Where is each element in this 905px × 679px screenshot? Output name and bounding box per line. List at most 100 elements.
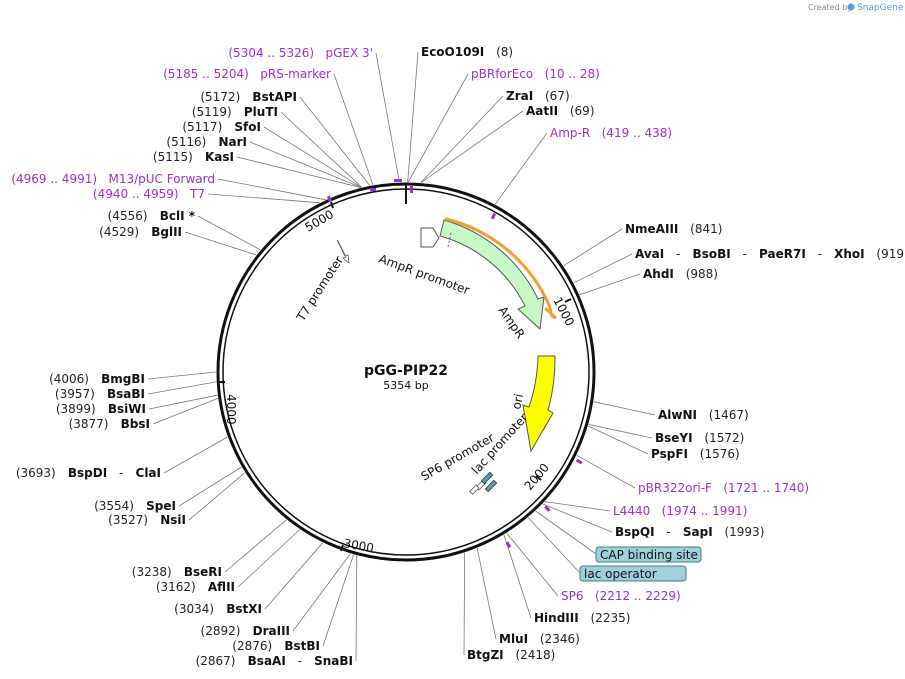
site-label-part: (419 .. 438) xyxy=(594,126,672,140)
leader-line-ecoo109i xyxy=(407,51,419,183)
leader-line-bcli xyxy=(197,215,261,251)
site-label-alwni: AlwNI (1467) xyxy=(658,408,749,422)
site-label-part: - xyxy=(810,247,826,261)
site-label-part: KasI xyxy=(197,150,234,164)
site-label-part: (3034) xyxy=(174,602,218,616)
site-label-hindiii: HindIII (2235) xyxy=(534,611,630,625)
site-label-sp6: SP6 (2212 .. 2229) xyxy=(561,589,681,603)
ampr-gene-arrow xyxy=(439,219,545,331)
site-label-part: BstXI xyxy=(218,602,262,616)
site-label-t7: (4940 .. 4959) T7 xyxy=(93,187,205,201)
leader-line-m13 xyxy=(217,178,326,201)
site-label-part: (1974 .. 1991) xyxy=(654,504,747,518)
site-label-part: (1467) xyxy=(701,408,749,422)
site-label-aflii: (3162) AflII xyxy=(156,580,235,594)
site-label-pgex3: (5304 .. 5326) pGEX 3' xyxy=(228,46,373,60)
site-label-part: NarI xyxy=(210,135,247,149)
site-label-part: BbsI xyxy=(112,417,150,431)
site-label-bspdi: (3693) BspDI - ClaI xyxy=(16,466,161,480)
site-label-bseyi: BseYI (1572) xyxy=(655,431,744,445)
site-label-bbsi: (3877) BbsI xyxy=(69,417,150,431)
site-label-m13: (4969 .. 4991) M13/pUC Forward xyxy=(11,172,215,186)
site-label-part: BspDI xyxy=(60,466,112,480)
leader-line-avai xyxy=(573,253,633,284)
site-label-part: (2346) xyxy=(532,632,580,646)
site-label-pspfi: PspFI (1576) xyxy=(651,447,740,461)
site-label-part: BstAPI xyxy=(244,90,297,104)
primer-site-marks xyxy=(326,179,583,549)
site-label-part: AvaI xyxy=(635,247,668,261)
site-label-part: (5185 .. 5204) xyxy=(163,67,253,81)
leader-line-nmeaiii xyxy=(563,228,623,267)
lac-region-features xyxy=(469,471,498,495)
site-label-part: (2418) xyxy=(508,648,556,662)
leader-line-draiii xyxy=(292,553,351,632)
site-label-part: SapI xyxy=(675,525,717,539)
site-label-part: (5172) xyxy=(200,90,244,104)
site-label-part: BseRI xyxy=(176,565,223,579)
site-label-prs-marker: (5185 .. 5204) pRS-marker xyxy=(163,67,331,81)
leader-line-aflii xyxy=(237,529,301,588)
site-label-part: (1993) xyxy=(717,525,765,539)
leader-line-bstapi xyxy=(299,96,371,186)
site-label-bstbi: (2876) BstBI xyxy=(232,639,320,653)
site-label-part: (5304 .. 5326) xyxy=(228,46,318,60)
site-label-part: EcoO109I xyxy=(421,45,488,59)
site-label-amp-r: Amp-R (419 .. 438) xyxy=(550,126,672,140)
site-label-part: BsaBI xyxy=(99,387,145,401)
leader-line-l4440 xyxy=(544,501,611,512)
site-label-part: (3238) xyxy=(132,565,176,579)
site-label-part: (3527) xyxy=(108,513,152,527)
leader-line-pbrforeco xyxy=(407,73,469,183)
site-label-part: Amp-R xyxy=(550,126,594,140)
site-label-part: (1721 .. 1740) xyxy=(716,481,809,495)
site-label-part: (5119) xyxy=(192,105,236,119)
site-label-part: BstBI xyxy=(276,639,320,653)
leader-line-kasi xyxy=(236,156,361,188)
site-label-part: SP6 xyxy=(561,589,587,603)
plasmid-name: pGG-PIP22 xyxy=(364,363,448,379)
site-label-part: BclI * xyxy=(151,209,195,223)
leader-line-amp-r xyxy=(494,132,548,205)
site-label-part: MluI xyxy=(499,632,532,646)
leader-line-hindiii xyxy=(503,534,532,619)
site-label-part: (3693) xyxy=(16,466,60,480)
site-label-draiii: (2892) DraIII xyxy=(201,624,290,638)
ori-label: ori xyxy=(509,392,526,410)
leader-line-bsiwi xyxy=(148,394,218,410)
site-label-bcli: (4556) BclI * xyxy=(108,209,196,223)
site-label-part: pRS-marker xyxy=(253,67,331,81)
site-label-part: BsaAI xyxy=(239,654,290,668)
site-label-part: (3554) xyxy=(94,499,138,513)
site-label-part: (4529) xyxy=(99,225,143,239)
site-label-part: (2212 .. 2229) xyxy=(587,589,680,603)
site-label-part: (69) xyxy=(562,104,594,118)
site-label-part: BmgBI xyxy=(93,372,145,386)
site-label-part: - xyxy=(290,654,306,668)
tick-marks xyxy=(218,201,572,552)
ampr-promoter-label: AmpR promoter xyxy=(377,252,471,298)
site-label-bmgbi: (4006) BmgBI xyxy=(49,372,145,386)
site-label-part: (919) xyxy=(869,247,905,261)
leader-line-bspqi xyxy=(542,503,613,533)
site-label-bsabi: (3957) BsaBI xyxy=(55,387,145,401)
site-label-part: HindIII xyxy=(534,611,583,625)
site-label-bseri: (3238) BseRI xyxy=(132,565,222,579)
site-label-part: SfoI xyxy=(226,120,261,134)
site-label-part: (10 .. 28) xyxy=(537,67,600,81)
site-label-part: pGEX 3' xyxy=(318,46,373,60)
leader-line-sp6 xyxy=(506,532,559,597)
site-label-part: (3899) xyxy=(56,402,100,416)
site-label-part: PspFI xyxy=(651,447,692,461)
site-label-pluti: (5119) PluTI xyxy=(192,105,278,119)
site-label-part: ClaI xyxy=(127,466,161,480)
site-label-nsii: (3527) NsiI xyxy=(108,513,186,527)
site-label-part: PluTI xyxy=(236,105,278,119)
site-label-part: (841) xyxy=(683,222,723,236)
leader-line-pbr322ori xyxy=(576,454,636,489)
site-label-part: - xyxy=(111,466,127,480)
ori-arrow xyxy=(522,355,556,453)
leader-line-bstbi xyxy=(322,554,354,647)
cap-binding-site-badge xyxy=(595,546,702,563)
site-label-part: (5117) xyxy=(182,120,226,134)
